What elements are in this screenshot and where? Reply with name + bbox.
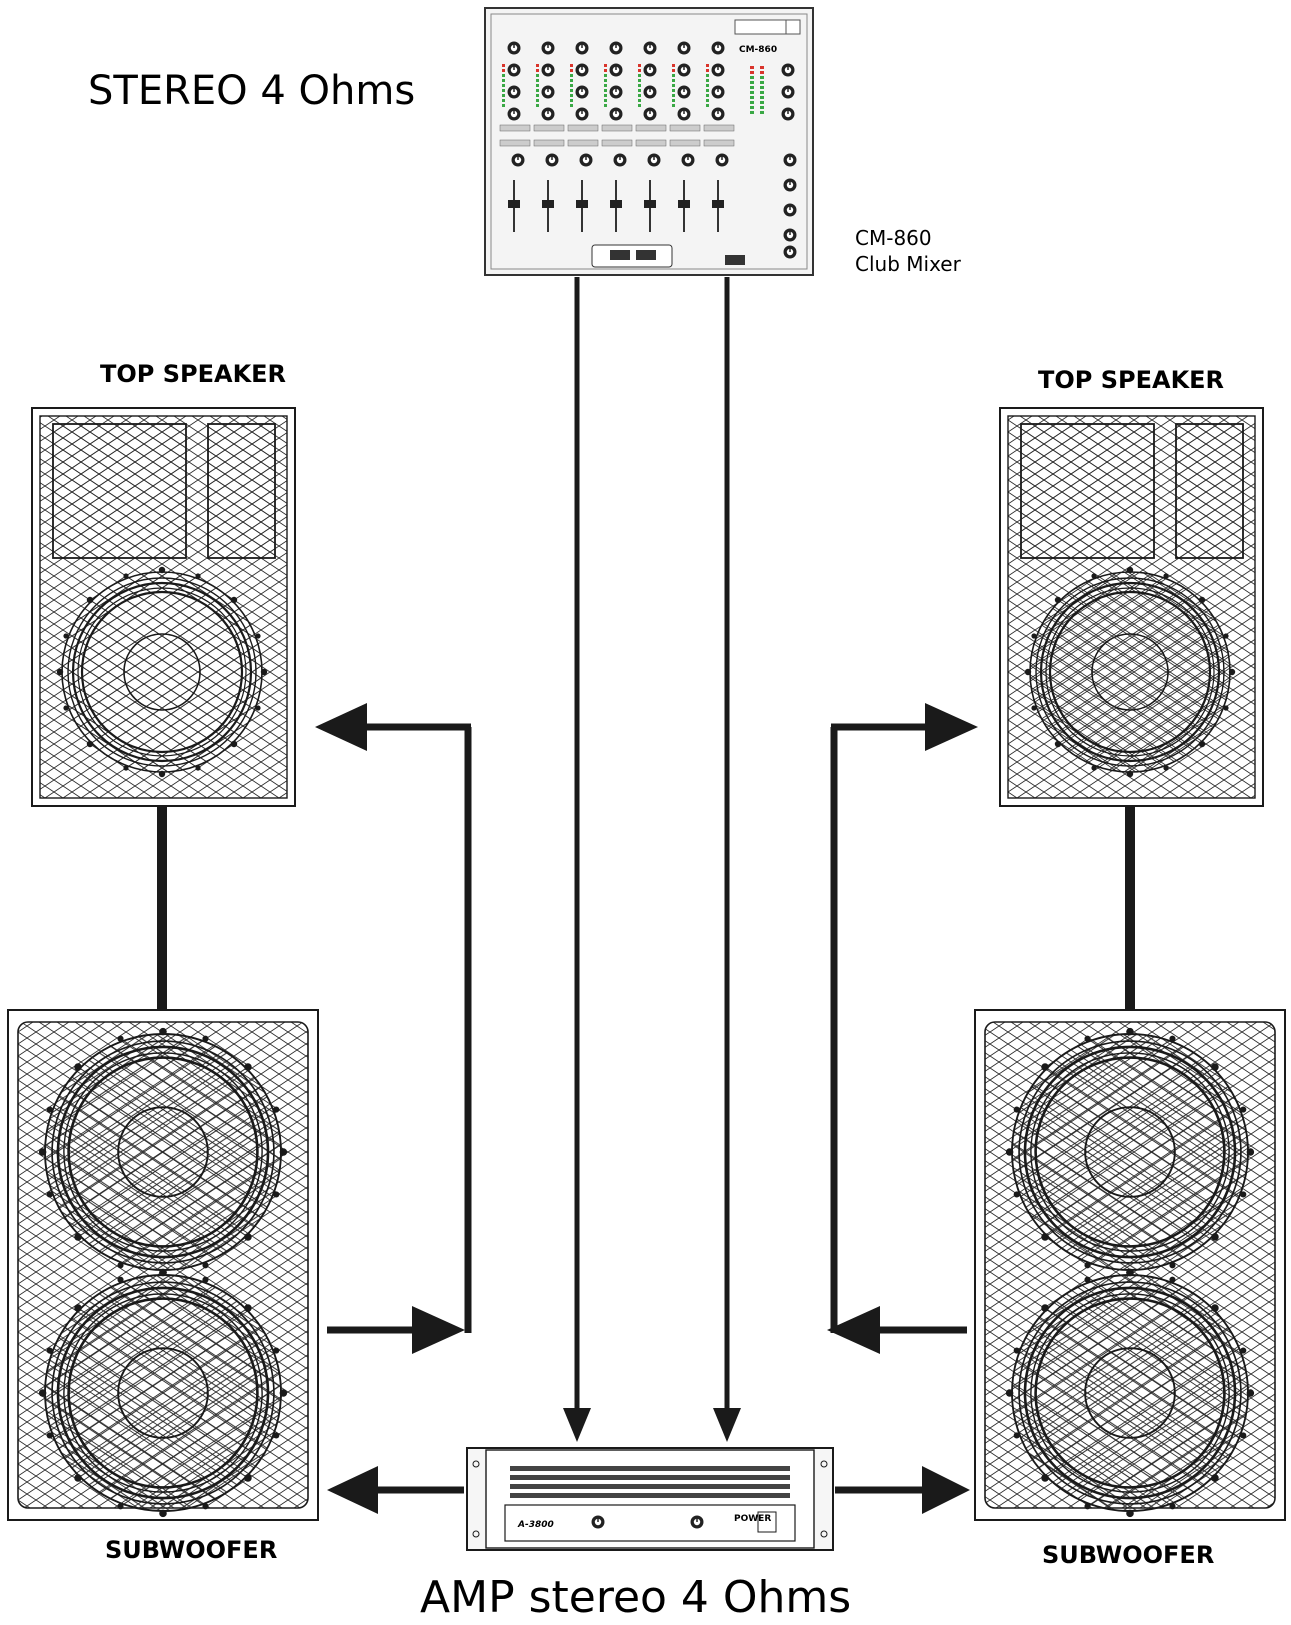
left-top-sub-link xyxy=(157,806,167,1014)
mixer-output-knob xyxy=(782,152,798,168)
mixer-gain-knob xyxy=(608,40,624,56)
mixer-cue-knob xyxy=(646,152,662,168)
mixer-cue-knob xyxy=(510,152,526,168)
mixer-master-knob xyxy=(780,84,796,100)
top-speaker-right-label: TOP SPEAKER xyxy=(1038,366,1224,394)
mixer-model-label: CM-860 xyxy=(855,226,932,250)
mixer-description-label: Club Mixer xyxy=(855,252,962,276)
mixer-eq-knob xyxy=(574,106,590,122)
mixer-eq-knob xyxy=(608,106,624,122)
mixer-fader xyxy=(508,200,520,208)
mixer-eq-knob xyxy=(642,84,658,100)
top-speaker-left xyxy=(31,407,296,807)
top-speaker-right xyxy=(999,407,1264,807)
mixer-eq-knob xyxy=(540,62,556,78)
mixer-gain-knob xyxy=(574,40,590,56)
mixer-eq-knob xyxy=(642,62,658,78)
cm-860-mixer: CM-860 xyxy=(484,7,814,276)
amp-caption: AMP stereo 4 Ohms xyxy=(420,1572,851,1623)
mixer-eq-knob xyxy=(506,84,522,100)
subwoofer-right xyxy=(974,1009,1286,1521)
mixer-gain-knob xyxy=(540,40,556,56)
mixer-cue-knob xyxy=(680,152,696,168)
mixer-eq-knob xyxy=(710,84,726,100)
mixer-output-knob xyxy=(782,202,798,218)
mixer-fader xyxy=(644,200,656,208)
mixer-gain-knob xyxy=(710,40,726,56)
mixer-master-knob xyxy=(780,62,796,78)
a-3800-amplifier: A-3800 POWER xyxy=(466,1447,834,1551)
mixer-eq-knob xyxy=(676,62,692,78)
page-title: STEREO 4 Ohms xyxy=(88,68,415,114)
mixer-output-knob xyxy=(782,227,798,243)
mixer-eq-knob xyxy=(710,106,726,122)
mixer-gain-knob xyxy=(676,40,692,56)
amp-to-sub-left-cable xyxy=(327,1466,464,1514)
subwoofer-left xyxy=(7,1009,319,1521)
mixer-eq-knob xyxy=(608,84,624,100)
mixer-gain-knob xyxy=(642,40,658,56)
mixer-fader xyxy=(576,200,588,208)
mixer-eq-knob xyxy=(540,106,556,122)
mixer-to-amp-cables xyxy=(563,277,741,1442)
mixer-output-knob xyxy=(782,177,798,193)
mixer-eq-knob xyxy=(676,84,692,100)
mixer-gain-knob xyxy=(506,40,522,56)
amp-model-label: A-3800 xyxy=(517,1520,554,1530)
right-sub-to-top-cable xyxy=(827,703,978,1354)
mixer-eq-knob xyxy=(710,62,726,78)
mixer-fader xyxy=(678,200,690,208)
mixer-eq-knob xyxy=(506,62,522,78)
mixer-cue-knob xyxy=(578,152,594,168)
mixer-master-knob xyxy=(780,106,796,122)
mixer-eq-knob xyxy=(574,62,590,78)
mixer-fader xyxy=(610,200,622,208)
mixer-eq-knob xyxy=(608,62,624,78)
mixer-cue-knob xyxy=(544,152,560,168)
mixer-fader xyxy=(712,200,724,208)
mixer-cue-knob xyxy=(612,152,628,168)
amp-power-label: POWER xyxy=(734,1514,771,1524)
mixer-panel-logo: CM-860 xyxy=(739,45,777,55)
mixer-eq-knob xyxy=(676,106,692,122)
mixer-cue-knob xyxy=(714,152,730,168)
subwoofer-right-label: SUBWOOFER xyxy=(1042,1541,1214,1569)
mixer-eq-knob xyxy=(574,84,590,100)
mixer-eq-knob xyxy=(506,106,522,122)
mixer-fader xyxy=(542,200,554,208)
right-top-sub-link xyxy=(1125,806,1135,1014)
amp-to-sub-right-cable xyxy=(835,1466,970,1514)
mixer-eq-knob xyxy=(540,84,556,100)
top-speaker-left-label: TOP SPEAKER xyxy=(100,360,286,388)
subwoofer-left-label: SUBWOOFER xyxy=(105,1536,277,1564)
left-sub-to-top-cable xyxy=(315,703,472,1354)
mixer-eq-knob xyxy=(642,106,658,122)
